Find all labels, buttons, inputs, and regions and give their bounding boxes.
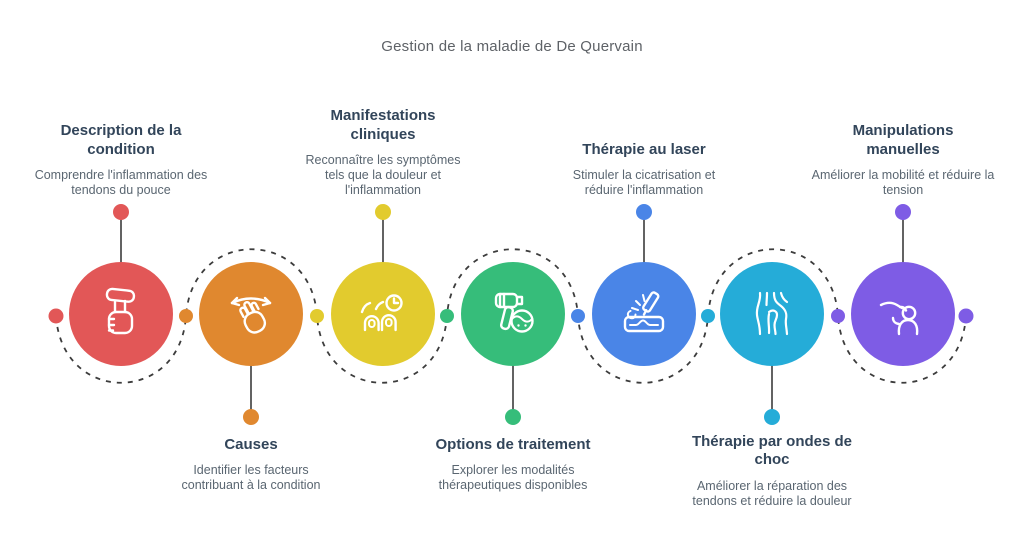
mid-dot-1 [179, 309, 193, 323]
step-description: Améliorer la réparation des tendons et r… [692, 478, 852, 508]
step-description: Identifier les facteurs contribuant à la… [181, 463, 321, 493]
step-description: Reconnaître les symptômes tels que la do… [305, 153, 461, 197]
step-heading: Thérapie au laser [582, 140, 706, 158]
label-dot-shockwave [764, 409, 780, 425]
step-description: Améliorer la mobilité et réduire la tens… [811, 168, 995, 197]
step-heading: Causes [224, 436, 278, 453]
knee-tendon-icon [755, 291, 789, 336]
waving-hand-motion-icon [230, 296, 272, 334]
label-dot-treatment [505, 409, 521, 425]
step-text-causes: Causes Identifier les facteurs contribua… [146, 436, 356, 493]
step-heading: Manipulations manuelles [852, 122, 954, 158]
mid-dot-6 [831, 309, 845, 323]
step-heading: Description de la condition [60, 122, 182, 158]
mid-dot-start [48, 308, 64, 324]
laser-pen-icon [623, 291, 665, 333]
mid-dot-3 [440, 309, 454, 323]
step-heading: Thérapie par ondes de choc [691, 433, 853, 469]
step-icons [105, 287, 919, 336]
mid-dot-2 [310, 309, 324, 323]
step-heading: Options de traitement [435, 436, 591, 453]
step-circle-condition [69, 262, 173, 366]
massage-gun-icon [494, 292, 534, 333]
label-dot-manual [895, 204, 911, 220]
label-dot-symptoms [375, 204, 391, 220]
step-text-manual: Manipulations manuelles Améliorer la mob… [803, 122, 1003, 198]
label-dot-condition [113, 204, 129, 220]
step-description: Comprendre l'inflammation des tendons du… [34, 168, 208, 197]
step-heading: Manifestations cliniques [330, 107, 436, 143]
fingers-clock-icon [360, 294, 403, 332]
manual-massage-icon [879, 301, 919, 336]
step-description: Stimuler la cicatrisation et réduire l'i… [572, 168, 716, 197]
step-text-condition: Description de la condition Comprendre l… [16, 122, 226, 198]
step-text-laser: Thérapie au laser Stimuler la cicatrisat… [544, 141, 744, 198]
step-circle-symptoms [331, 262, 435, 366]
step-text-symptoms: Manifestations cliniques Reconnaître les… [288, 107, 478, 198]
mid-dot-4 [571, 309, 585, 323]
step-description: Explorer les modalités thérapeutiques di… [438, 463, 588, 493]
label-dot-causes [243, 409, 259, 425]
step-circle-shockwave [720, 262, 824, 366]
page-title: Gestion de la maladie de De Quervain [381, 38, 643, 55]
mid-dot-5 [701, 309, 715, 323]
step-text-shockwave: Thérapie par ondes de choc Améliorer la … [662, 433, 882, 509]
label-dot-laser [636, 204, 652, 220]
hand-thumb-splint-icon [105, 287, 136, 335]
mid-dot-end [958, 308, 974, 324]
step-text-treatment: Options de traitement Explorer les modal… [403, 436, 623, 493]
